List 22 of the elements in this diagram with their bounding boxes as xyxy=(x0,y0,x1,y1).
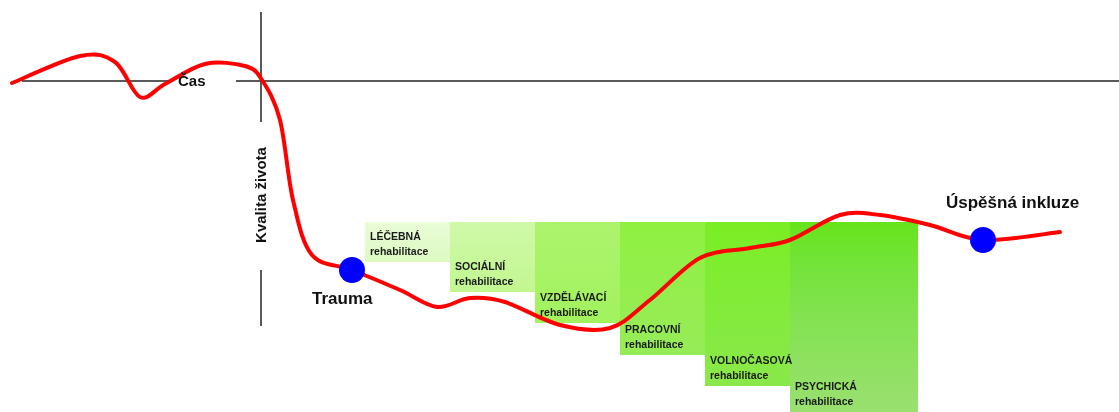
column-heading: SOCIÁLNÍ xyxy=(455,259,507,274)
rehabilitation-column xyxy=(790,222,918,412)
trauma-label: Trauma xyxy=(312,288,373,310)
column-heading: PSYCHICKÁ xyxy=(795,379,858,394)
rehabilitation-column xyxy=(535,222,620,323)
column-heading: VZDĚLÁVACÍ xyxy=(540,290,608,305)
rehabilitation-column xyxy=(705,222,790,386)
column-heading: LÉČEBNÁ xyxy=(370,229,422,244)
column-heading: PRACOVNÍ xyxy=(625,322,682,337)
rehabilitation-column xyxy=(620,222,705,355)
column-subtitle: rehabilitace xyxy=(625,337,685,352)
column-subtitle: rehabilitace xyxy=(540,305,600,320)
column-subtitle: rehabilitace xyxy=(370,244,430,259)
rehabilitation-column xyxy=(365,222,450,262)
column-subtitle: rehabilitace xyxy=(710,368,770,383)
inclusion-label: Úspěšná inkluze xyxy=(946,192,1080,214)
column-heading: VOLNOČASOVÁ xyxy=(710,353,790,368)
column-subtitle: rehabilitace xyxy=(795,394,855,409)
axis-label: Kvalita života xyxy=(252,146,270,245)
rehabilitation-column xyxy=(450,222,535,292)
column-subtitle: rehabilitace xyxy=(455,274,515,289)
axis-label: Čas xyxy=(178,72,206,90)
